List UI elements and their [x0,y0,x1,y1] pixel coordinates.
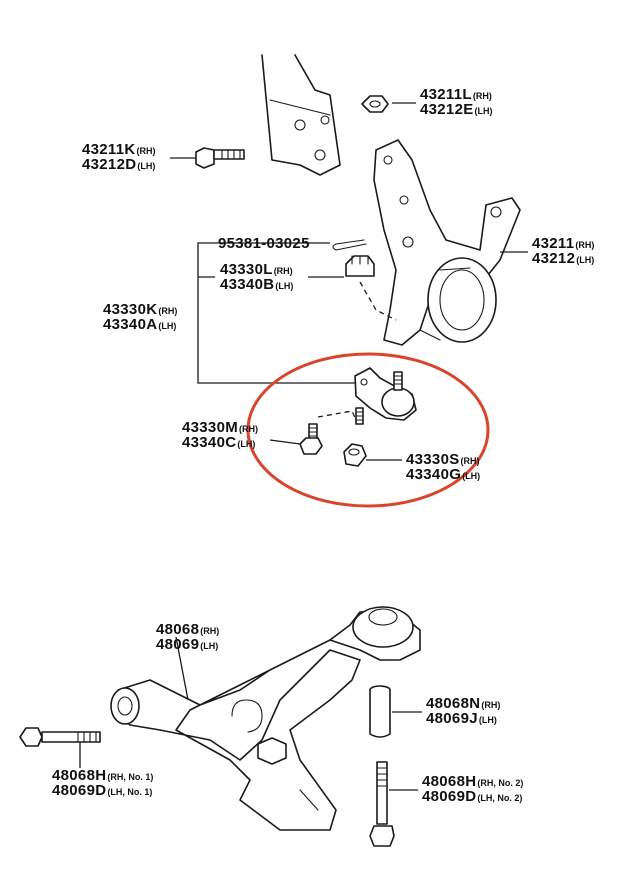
label-cotter-pin: 95381-03025 [218,235,310,252]
joint-bolt-icon [299,423,323,455]
steering-knuckle-icon [373,139,521,346]
label-castle-nut: 43330L(RH) 43340B(LH) [220,261,294,293]
arm-bolt-no1-icon [19,727,101,747]
bushing-icon [369,685,391,738]
arm-bolt-no2-icon [369,761,395,847]
label-arm-bolt-no2: 48068H(RH, No. 2) 48069D(LH, No. 2) [422,773,524,805]
joint-nut-icon [343,443,367,467]
label-upper-bolt: 43211K(RH) 43212D(LH) [82,141,156,173]
joint-screw-icon [355,407,364,425]
castle-nut-icon [345,255,375,277]
label-bushing: 48068N(RH) 48069J(LH) [426,695,501,727]
label-joint-bolt: 43330M(RH) 43340C(LH) [182,419,259,451]
strut-tube [261,54,341,176]
top-nut-icon [361,95,389,113]
cotter-pin-icon [332,239,367,251]
label-ball-joint: 43330K(RH) 43340A(LH) [103,301,178,333]
label-knuckle: 43211(RH) 43212(LH) [532,235,595,267]
ball-joint-bracket [197,242,355,384]
upper-bolt-icon [195,147,245,169]
ball-joint-icon [354,367,417,421]
label-top-nut: 43211L(RH) 43212E(LH) [420,86,493,118]
dashed-assembly-line [359,281,397,321]
highlight-circle [246,352,490,508]
label-arm-bolt-no1: 48068H(RH, No. 1) 48069D(LH, No. 1) [52,767,154,799]
label-lower-arm: 48068(RH) 48069(LH) [156,621,220,653]
label-joint-nut: 43330S(RH) 43340G(LH) [406,451,481,483]
lower-control-arm-icon [110,606,421,831]
